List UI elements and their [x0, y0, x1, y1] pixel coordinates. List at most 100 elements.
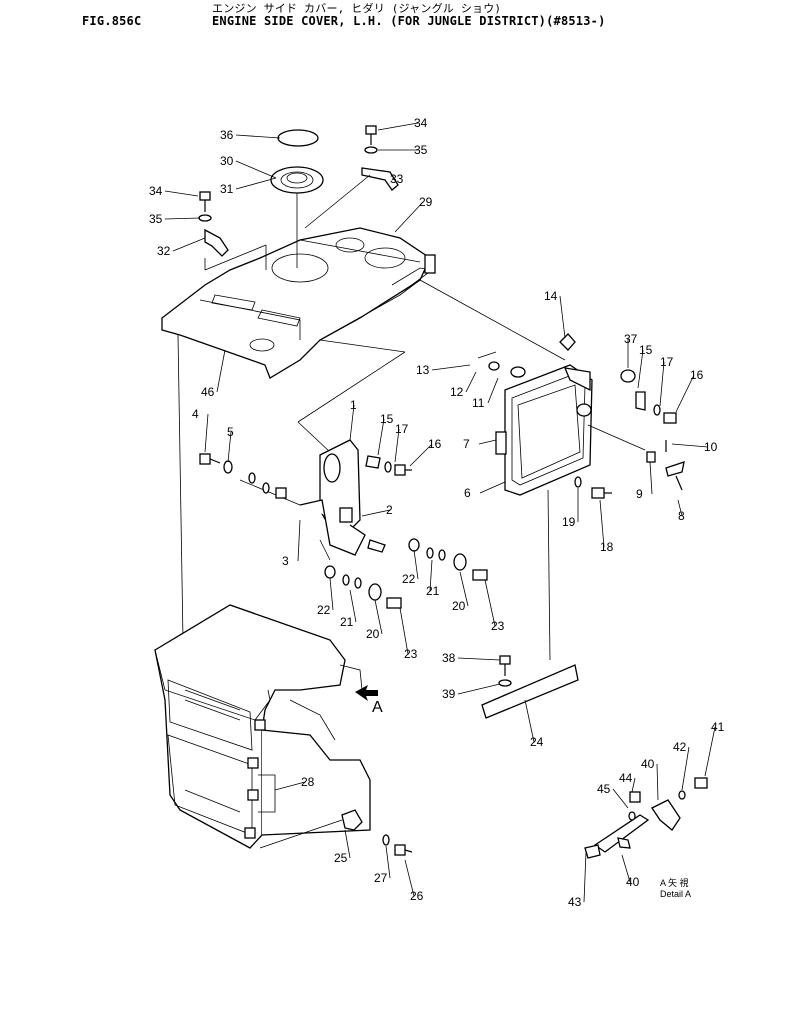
callout-leader [204, 413, 209, 453]
callout-leader [361, 509, 391, 517]
callout-label: 25 [334, 851, 348, 865]
callout-label: 5 [227, 425, 234, 439]
callout-label: 6 [464, 486, 471, 500]
callout-label: 11 [472, 396, 485, 410]
bracket-frame [239, 439, 386, 561]
callout-leader [344, 829, 351, 859]
callout-layer: 1234567891011121314151516161717181920202… [149, 116, 725, 909]
callout-label: 33 [390, 172, 404, 186]
detail-caption-jp: A 矢 視 [660, 877, 689, 888]
callout-label: 21 [340, 615, 354, 629]
callout-leader [235, 177, 277, 190]
callout-label: 22 [402, 572, 416, 586]
bolt-34-top [364, 125, 378, 154]
callout-label: 40 [641, 757, 655, 771]
callout-leader [681, 746, 690, 791]
callout-label: 21 [426, 584, 440, 598]
callout-leader [235, 134, 281, 139]
callout-label: 27 [374, 871, 388, 885]
bracket-28 [258, 774, 276, 813]
callout-label: 34 [149, 184, 163, 198]
callout-leader [227, 431, 232, 463]
callout-leader [612, 788, 629, 809]
callout-leader [429, 559, 433, 592]
callout-label: 20 [452, 599, 466, 613]
callout-label: 35 [414, 143, 428, 157]
callout-label: 36 [220, 128, 234, 142]
callout-leader [413, 549, 419, 580]
callout-leader [631, 777, 636, 793]
callout-leader [649, 461, 653, 495]
callout-leader [399, 607, 409, 655]
callout-label: 34 [414, 116, 428, 130]
fastener-group-left [324, 565, 402, 609]
callout-label: 38 [442, 651, 456, 665]
callout-label: 18 [600, 540, 614, 554]
bolt-4 [199, 453, 287, 499]
callout-leader [465, 371, 477, 393]
callout-leader [297, 519, 301, 562]
callout-label: 16 [690, 368, 704, 382]
plate-25 [259, 809, 413, 856]
callout-label: 35 [149, 212, 163, 226]
callout-leader [431, 364, 471, 371]
callout-leader [677, 499, 683, 517]
callout-label: 7 [463, 437, 470, 451]
callout-label: 13 [416, 363, 430, 377]
callout-leader [459, 571, 469, 607]
callout-leader [478, 439, 497, 445]
view-arrow-a: A [355, 685, 383, 716]
detail-caption-en: Detail A [660, 889, 691, 899]
callout-leader [524, 699, 535, 743]
callout-label: 12 [450, 385, 464, 399]
callout-label: 16 [428, 437, 442, 451]
callout-label: 45 [597, 782, 611, 796]
callout-leader [484, 579, 496, 627]
callout-label: 42 [673, 740, 687, 754]
bolt-34-left [198, 191, 267, 271]
callout-leader [404, 859, 415, 897]
callout-leader [637, 349, 644, 389]
callout-leader [659, 361, 665, 407]
callout-label: 39 [442, 687, 456, 701]
callout-leader [704, 726, 716, 777]
callout-label: 17 [395, 422, 409, 436]
callout-leader [671, 443, 709, 448]
callout-label: 3 [282, 554, 289, 568]
callout-leader [235, 160, 277, 179]
top-cover-panel [161, 227, 436, 379]
callout-label: 28 [301, 775, 315, 789]
callout-leader [377, 418, 385, 456]
callout-label: 20 [366, 627, 380, 641]
callout-leader [479, 481, 506, 494]
callout-leader [675, 374, 695, 413]
bar-24 [481, 655, 579, 719]
callout-label: 14 [544, 289, 558, 303]
fastener-group-door [477, 333, 685, 499]
callout-leader [599, 499, 605, 548]
callout-label: 37 [624, 332, 638, 346]
callout-leader [216, 349, 226, 393]
cap-assembly [270, 129, 324, 268]
title-english: ENGINE SIDE COVER, L.H. (FOR JUNGLE DIST… [212, 14, 606, 28]
callout-leader [621, 854, 631, 883]
callout-leader [394, 428, 400, 463]
detail-a: A 矢 視 Detail A [584, 777, 708, 899]
callout-leader [457, 683, 501, 695]
callout-label: 4 [192, 407, 199, 421]
callout-label: 23 [404, 647, 418, 661]
callout-leader [559, 295, 566, 339]
callout-leader [349, 404, 355, 441]
callout-label: 32 [157, 244, 171, 258]
callout-leader [487, 377, 499, 404]
callout-label: 15 [639, 343, 653, 357]
callout-label: 19 [562, 515, 576, 529]
callout-label: 41 [711, 720, 725, 734]
callout-label: 43 [568, 895, 582, 909]
callout-label: 22 [317, 603, 331, 617]
callout-leader [391, 178, 395, 181]
callout-leader [457, 657, 501, 661]
callout-leader [274, 781, 306, 791]
